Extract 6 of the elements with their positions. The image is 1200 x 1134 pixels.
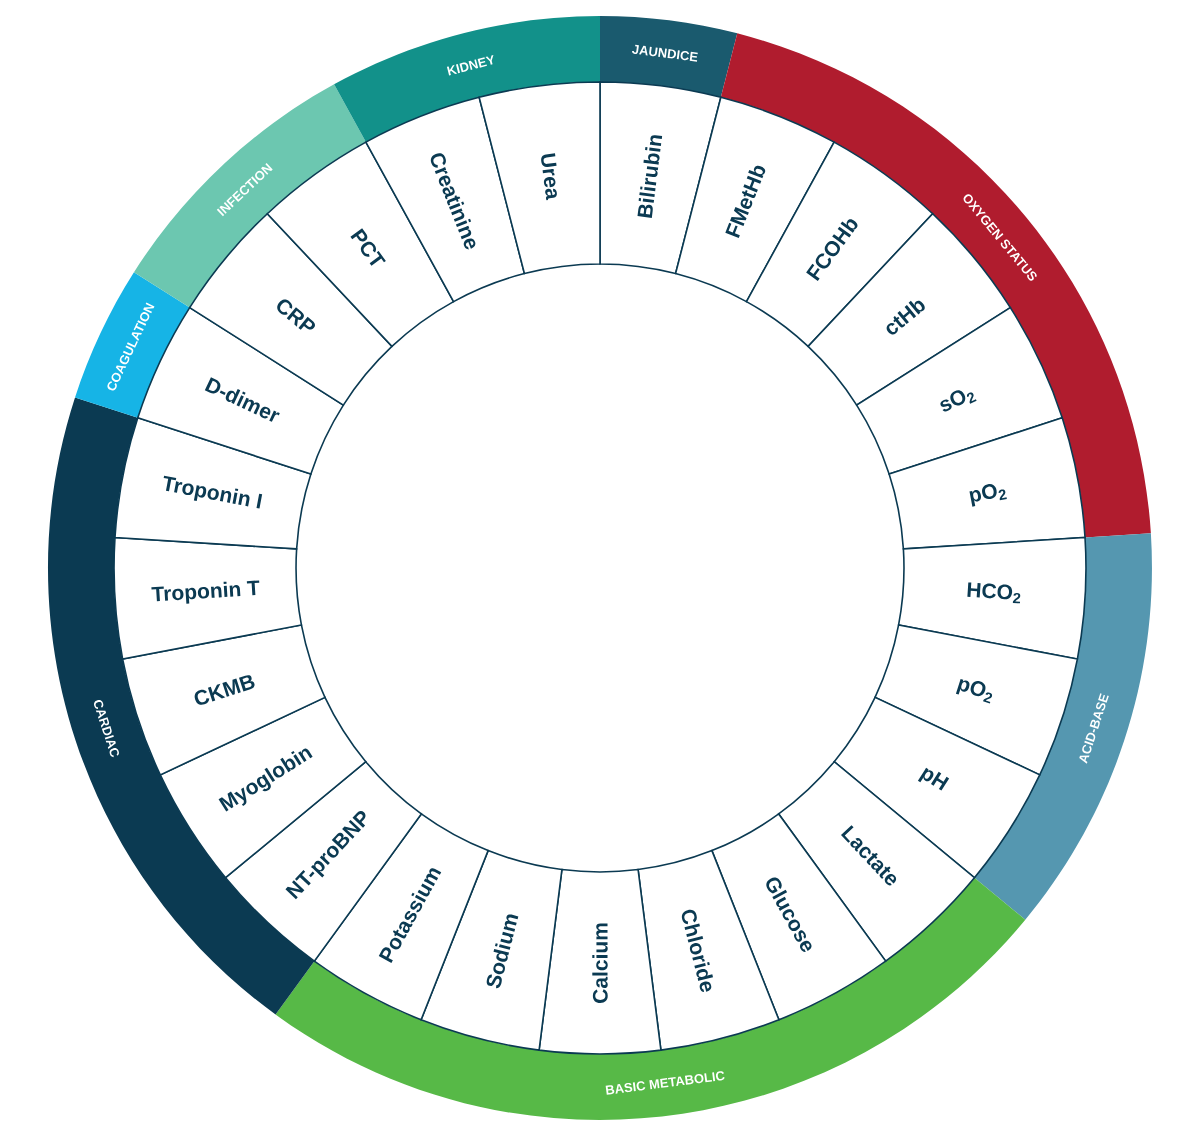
analyte-segment: Urea <box>478 81 601 275</box>
analyte-segment: Bilirubin <box>599 81 722 275</box>
analyte-segment: Troponin T <box>113 536 303 660</box>
analyte-segment: pO$_{2}$ <box>888 417 1086 550</box>
analyte-segment: HCO$_{2}$ <box>897 536 1087 660</box>
analyte-segment: Calcium <box>538 868 662 1055</box>
